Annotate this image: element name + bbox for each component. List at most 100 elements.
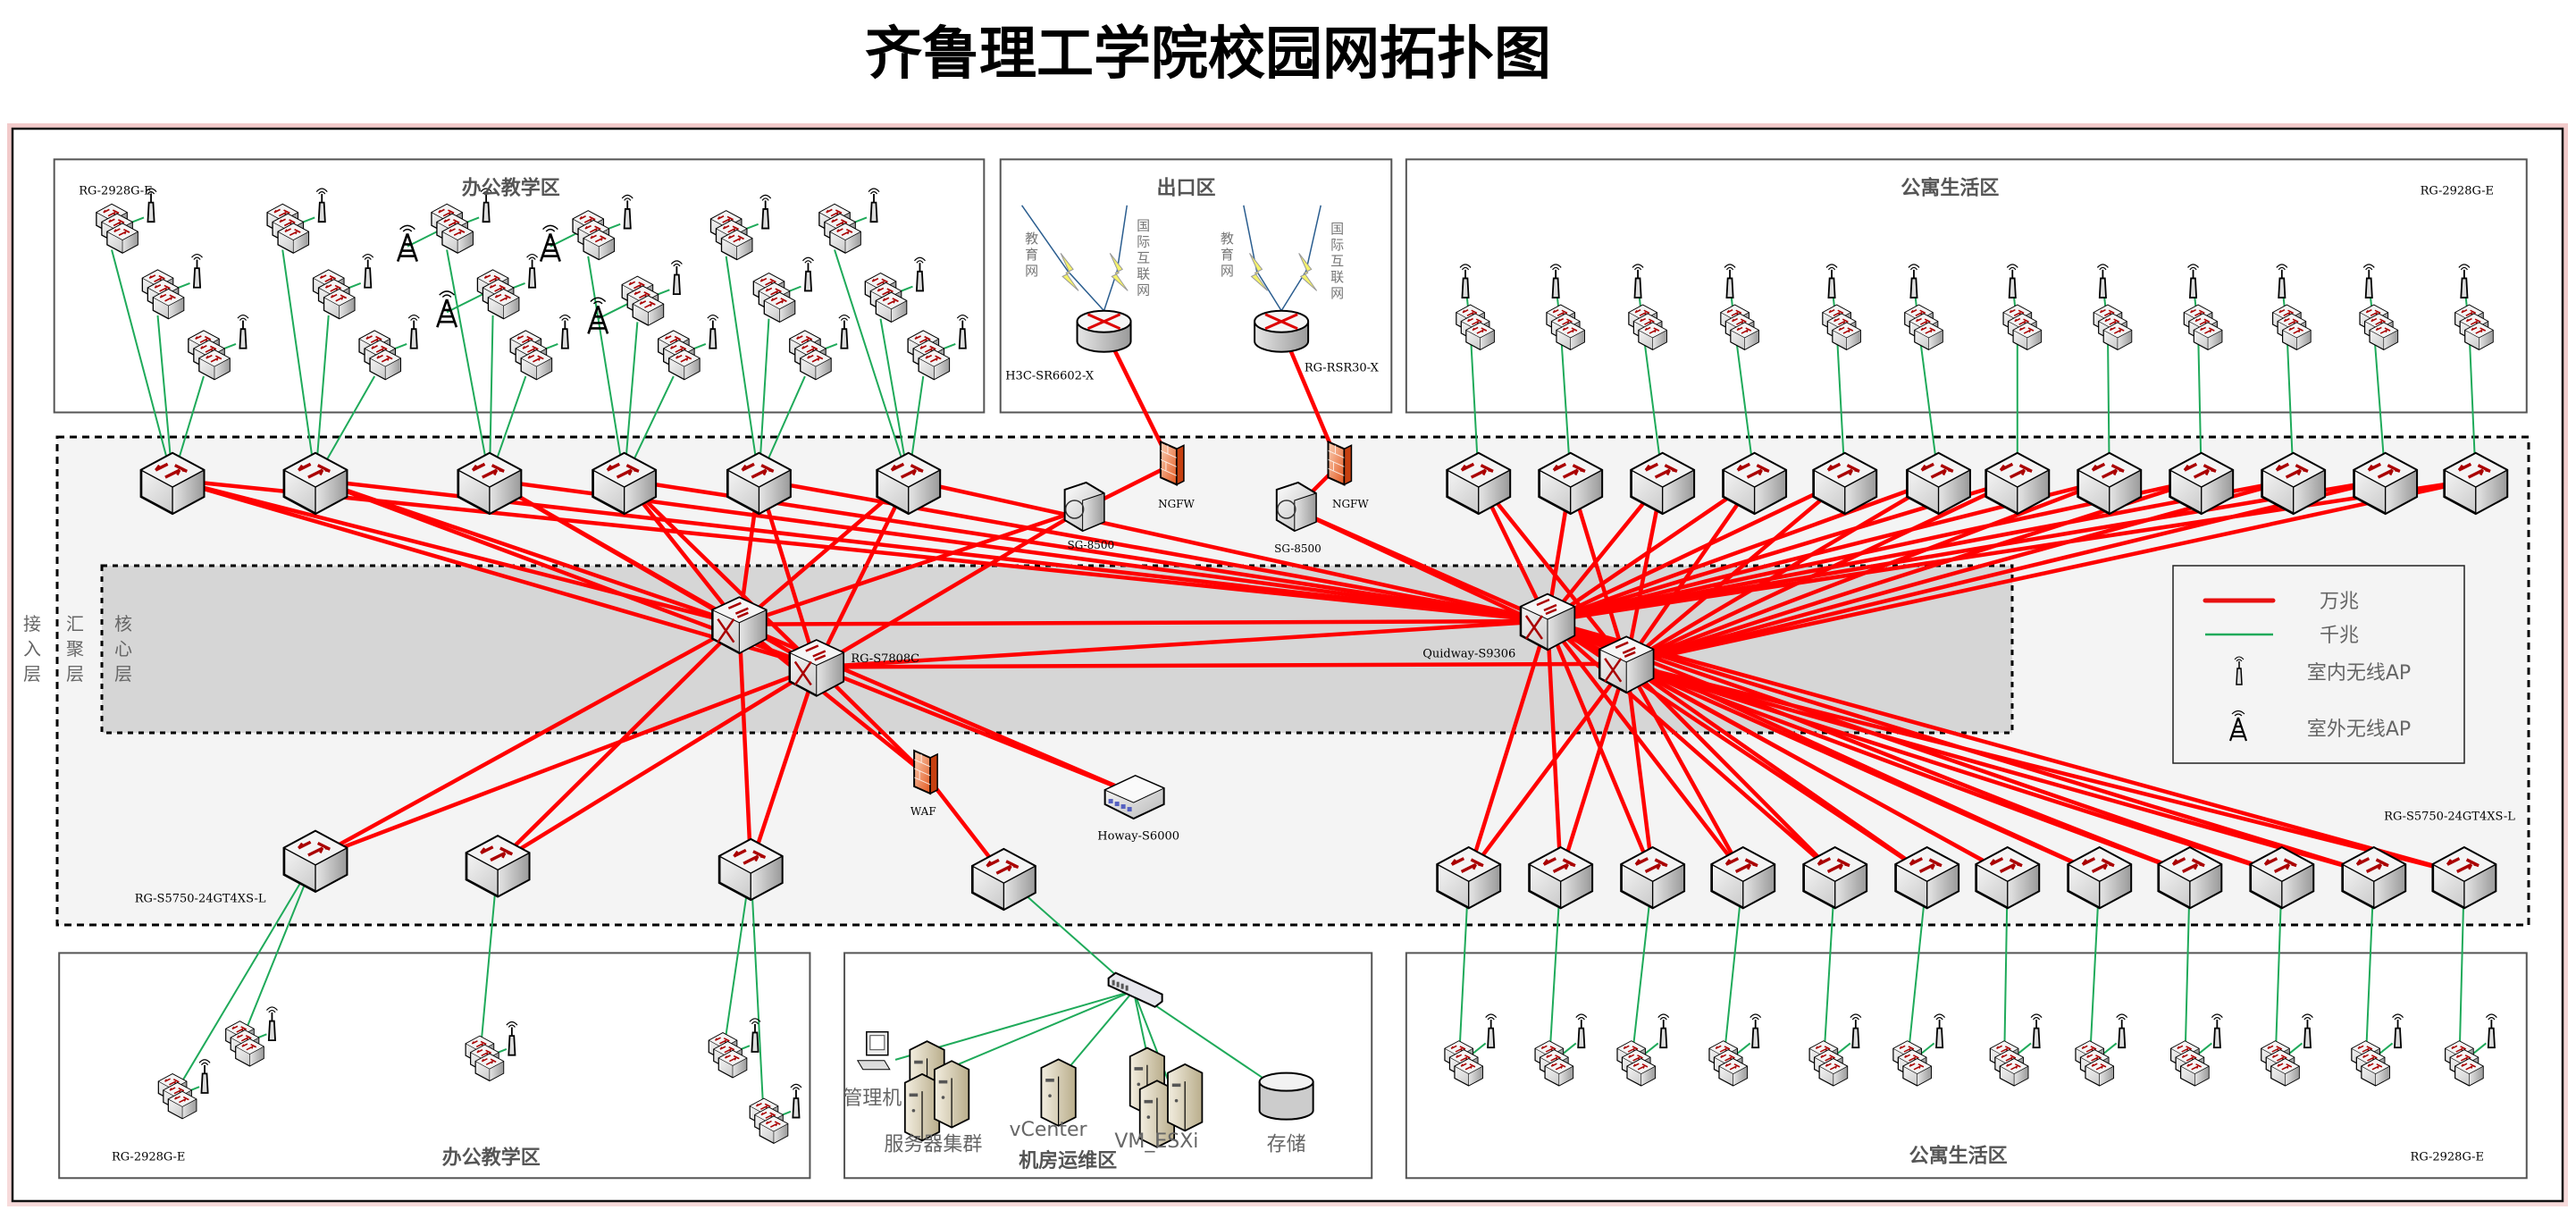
zone-title-datacenter: 机房运维区 xyxy=(1019,1149,1117,1172)
link-10g xyxy=(1546,478,1756,623)
svg-text:核: 核 xyxy=(114,613,132,634)
svg-text:育: 育 xyxy=(1221,247,1234,263)
router-1-label: H3C-SR6602-X xyxy=(1005,370,1095,383)
link-10g xyxy=(757,479,818,668)
link-1g xyxy=(587,256,625,481)
zone-title-office-bottom: 办公教学区 xyxy=(442,1146,541,1169)
link-10g xyxy=(737,478,910,626)
storage-appliance-label: Howay-S6000 xyxy=(1097,830,1179,844)
link-10g xyxy=(814,478,910,668)
management-pc-icon xyxy=(856,1030,891,1071)
link-10g xyxy=(1625,661,2191,877)
svg-text:层: 层 xyxy=(66,663,84,685)
core-right-label: Quidway-S9306 xyxy=(1422,647,1515,660)
link-10g xyxy=(1547,477,1940,624)
storage-icon xyxy=(1258,1071,1314,1121)
firewall-2-label: NGFW xyxy=(1332,498,1369,510)
link-1g xyxy=(239,857,316,1046)
zone-office-bottom xyxy=(58,952,811,1180)
link-10g xyxy=(1624,662,1745,876)
link-10g xyxy=(1547,618,2191,877)
wan-link xyxy=(1020,205,1105,312)
link-1g xyxy=(879,318,910,481)
wan-link xyxy=(1243,205,1282,312)
svg-text:网: 网 xyxy=(1137,281,1150,298)
svg-text:入: 入 xyxy=(23,638,41,660)
model-label-office-top: RG-2928G-E xyxy=(79,184,152,197)
model-label-dorm-top: RG-2928G-E xyxy=(2421,184,2494,197)
datacenter-label-mgmt: 管理机 xyxy=(843,1088,902,1110)
security-gateway-1[interactable] xyxy=(1063,481,1105,532)
firewall-2[interactable] xyxy=(1327,441,1353,486)
svg-text:教: 教 xyxy=(1221,231,1234,247)
link-10g xyxy=(1558,663,1629,875)
wan-link xyxy=(1103,205,1129,311)
svg-text:际: 际 xyxy=(1137,233,1150,249)
link-1g xyxy=(172,857,316,1098)
svg-text:层: 层 xyxy=(114,663,132,685)
link-1g xyxy=(834,249,910,481)
router-1[interactable] xyxy=(1076,309,1133,354)
link-10g xyxy=(496,623,741,864)
router-2[interactable] xyxy=(1253,309,1310,354)
legend: 万兆 千兆 室内无线AP 室外无线AP xyxy=(2172,565,2465,764)
gateway-2-label: SG-8500 xyxy=(1274,542,1322,555)
link-10g-core xyxy=(816,618,1548,669)
datacenter-label-vcenter: vCenter xyxy=(1009,1119,1087,1141)
zone-title-office-top: 办公教学区 xyxy=(462,177,560,200)
svg-text:国: 国 xyxy=(1137,217,1150,233)
waf-label: WAF xyxy=(910,805,936,818)
zone-title-exit: 出口区 xyxy=(1156,178,1215,200)
link-10g xyxy=(489,477,1548,624)
router-2-label: RG-RSR30-X xyxy=(1305,362,1380,375)
svg-text:教: 教 xyxy=(1025,231,1038,247)
vcenter-server-icon xyxy=(1040,1058,1077,1127)
link-10g xyxy=(1547,618,2465,877)
link-10g xyxy=(815,665,1135,796)
datacenter-label-storage: 存储 xyxy=(1267,1134,1306,1156)
svg-text:互: 互 xyxy=(1330,253,1344,269)
link-1g xyxy=(446,249,491,481)
link-1g xyxy=(725,256,760,481)
link-10g xyxy=(172,477,1548,624)
svg-text:层: 层 xyxy=(23,663,41,685)
link-10g xyxy=(1625,477,2018,666)
link-10g xyxy=(1625,661,2283,877)
svg-text:心: 心 xyxy=(114,638,132,660)
aggregation-left-model: RG-S5750-24GT4XS-L xyxy=(135,892,266,905)
layer-label-core: 核心层 xyxy=(114,613,132,685)
svg-text:联: 联 xyxy=(1137,265,1150,281)
model-label-dorm-bottom: RG-2928G-E xyxy=(2411,1150,2484,1164)
legend-10g-label: 万兆 xyxy=(2320,591,2359,613)
legend-indoor-ap-label: 室内无线AP xyxy=(2307,662,2411,685)
wan-label-router_1-0: 教育网 xyxy=(1025,231,1038,279)
link-10g xyxy=(737,622,927,776)
link-1g xyxy=(1133,989,1286,1094)
link-10g xyxy=(1624,661,1928,876)
gateway-1-label: SG-8500 xyxy=(1068,539,1115,551)
link-10g xyxy=(1546,477,1846,624)
server-cluster-icon xyxy=(934,1060,970,1129)
link-10g xyxy=(1625,661,2009,877)
link-10g xyxy=(1547,477,2477,624)
security-gateway-2[interactable] xyxy=(1275,481,1317,532)
link-1g xyxy=(446,293,483,314)
datacenter-label-cluster: 服务器集群 xyxy=(884,1134,982,1156)
lightning-icon xyxy=(1060,253,1079,291)
firewall-1-label: NGFW xyxy=(1158,498,1195,510)
link-10g xyxy=(623,478,818,669)
link-10g xyxy=(1625,661,2465,877)
link-10g xyxy=(496,665,818,865)
firewall-1[interactable] xyxy=(1159,441,1185,486)
link-1g xyxy=(156,315,174,480)
wan-link xyxy=(1280,205,1322,312)
link-10g xyxy=(315,477,741,626)
link-10g xyxy=(737,624,753,867)
datacenter-switch[interactable] xyxy=(1107,971,1163,1008)
legend-outdoor-ap-label: 室外无线AP xyxy=(2307,718,2411,741)
link-10g xyxy=(815,508,1084,669)
link-10g xyxy=(1625,661,2101,877)
waf[interactable] xyxy=(913,749,939,794)
zone-title-dorm-top: 公寓生活区 xyxy=(1901,177,1999,200)
